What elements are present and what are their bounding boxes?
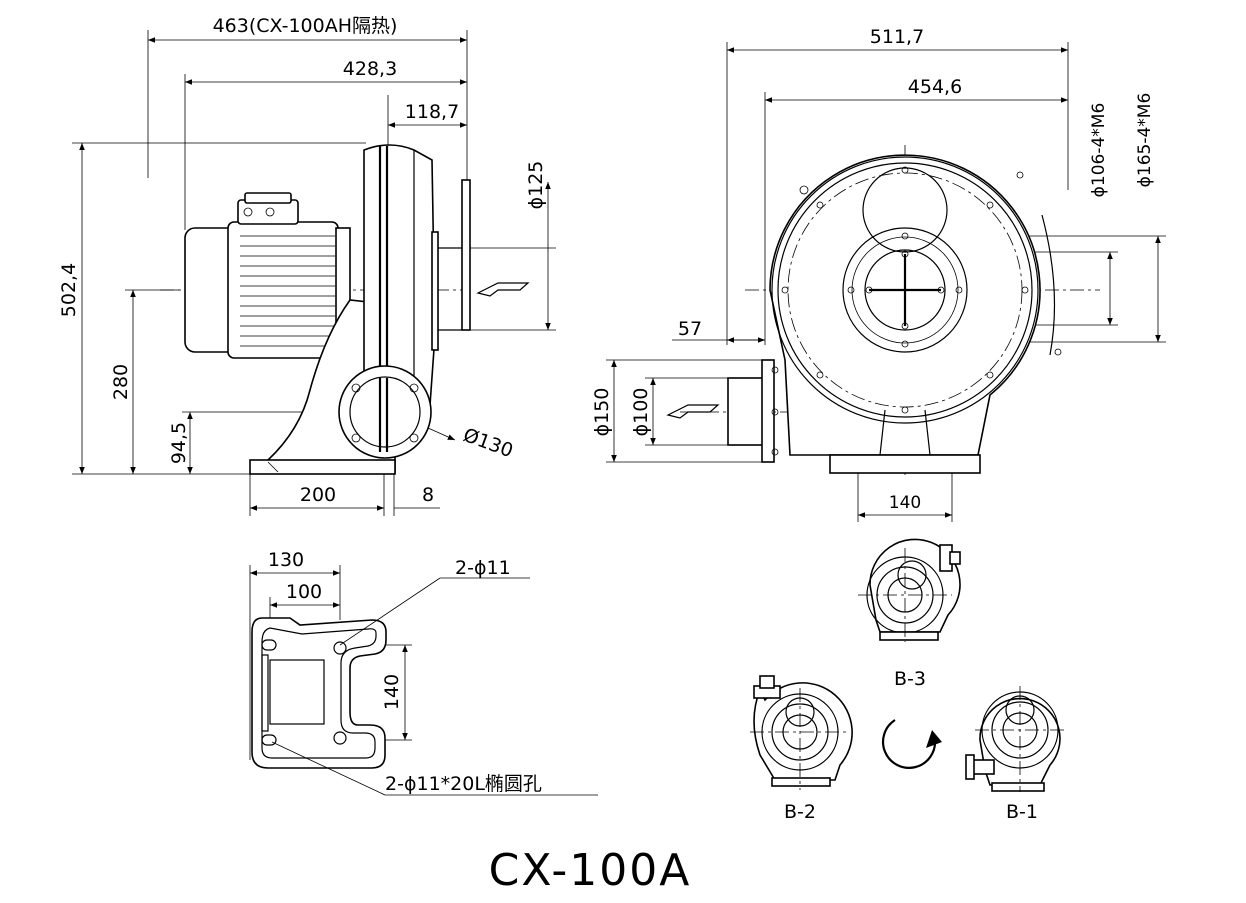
- dim-housing-width: 454,6: [908, 76, 962, 98]
- dim-inner-width: 100: [286, 581, 322, 603]
- dim-overall-insulated: 463(CX-100AH隔热): [213, 15, 398, 37]
- dim-inlet-bolt-165: ϕ165-4*M6: [1135, 93, 1155, 188]
- dim-overall-width: 511,7: [870, 26, 924, 48]
- dim-base-width: 140: [889, 493, 921, 513]
- dim-axis-height: 280: [110, 364, 132, 400]
- label-b2: B-2: [784, 801, 816, 823]
- dim-base-depth: 200: [300, 484, 336, 506]
- dim-offset: 8: [422, 484, 434, 506]
- dim-height: 502,4: [58, 263, 80, 317]
- orientation-b2: B-2: [750, 675, 853, 823]
- dim-outlet-outer: ϕ150: [591, 388, 613, 437]
- dim-outer-width: 130: [268, 549, 304, 571]
- inlet-rings: [842, 167, 968, 353]
- label-b3: B-3: [894, 668, 926, 690]
- dim-outlet-height: 94,5: [168, 422, 190, 464]
- scroll-housing: [769, 154, 1062, 456]
- dim-outlet-inner: ϕ100: [630, 388, 652, 437]
- rotation-arrow-icon: [926, 730, 942, 748]
- orientation-b3: B-3: [858, 538, 961, 690]
- dim-outlet-length: 57: [678, 318, 702, 340]
- dim-inlet-bolt-106: ϕ106-4*M6: [1089, 103, 1109, 198]
- dim-inlet-dia: ϕ125: [525, 161, 547, 210]
- dim-outlet-dia: Ø130: [460, 424, 516, 462]
- front-view: 511,7 454,6 ϕ106-4*M6 ϕ165-4*M6 57 ϕ150 …: [591, 26, 1166, 522]
- label-b1: B-1: [1006, 801, 1038, 823]
- orientation-b1: B-1: [965, 686, 1068, 823]
- note-slot-holes: 2-ϕ11*20L椭圆孔: [385, 773, 542, 795]
- note-round-holes: 2-ϕ11: [455, 557, 511, 579]
- outlet-flange-front: [727, 359, 779, 463]
- flow-arrow-front-icon: [666, 404, 720, 419]
- base-plan: 130 100 140 2-ϕ11 2-ϕ11*20L椭圆孔: [249, 549, 598, 796]
- flow-arrow-icon: [476, 282, 530, 297]
- rotation-direction: [881, 719, 942, 769]
- motor: [184, 192, 351, 359]
- front-base: [829, 454, 981, 474]
- dim-hole-spacing: 140: [381, 674, 403, 710]
- side-view: 463(CX-100AH隔热) 428,3 118,7 502,4 280 94…: [58, 15, 556, 516]
- dim-flange: 118,7: [405, 101, 459, 123]
- drawing-title: CX-100A: [489, 845, 692, 896]
- dim-overall: 428,3: [343, 58, 397, 80]
- outlet-ring-side: [338, 365, 432, 459]
